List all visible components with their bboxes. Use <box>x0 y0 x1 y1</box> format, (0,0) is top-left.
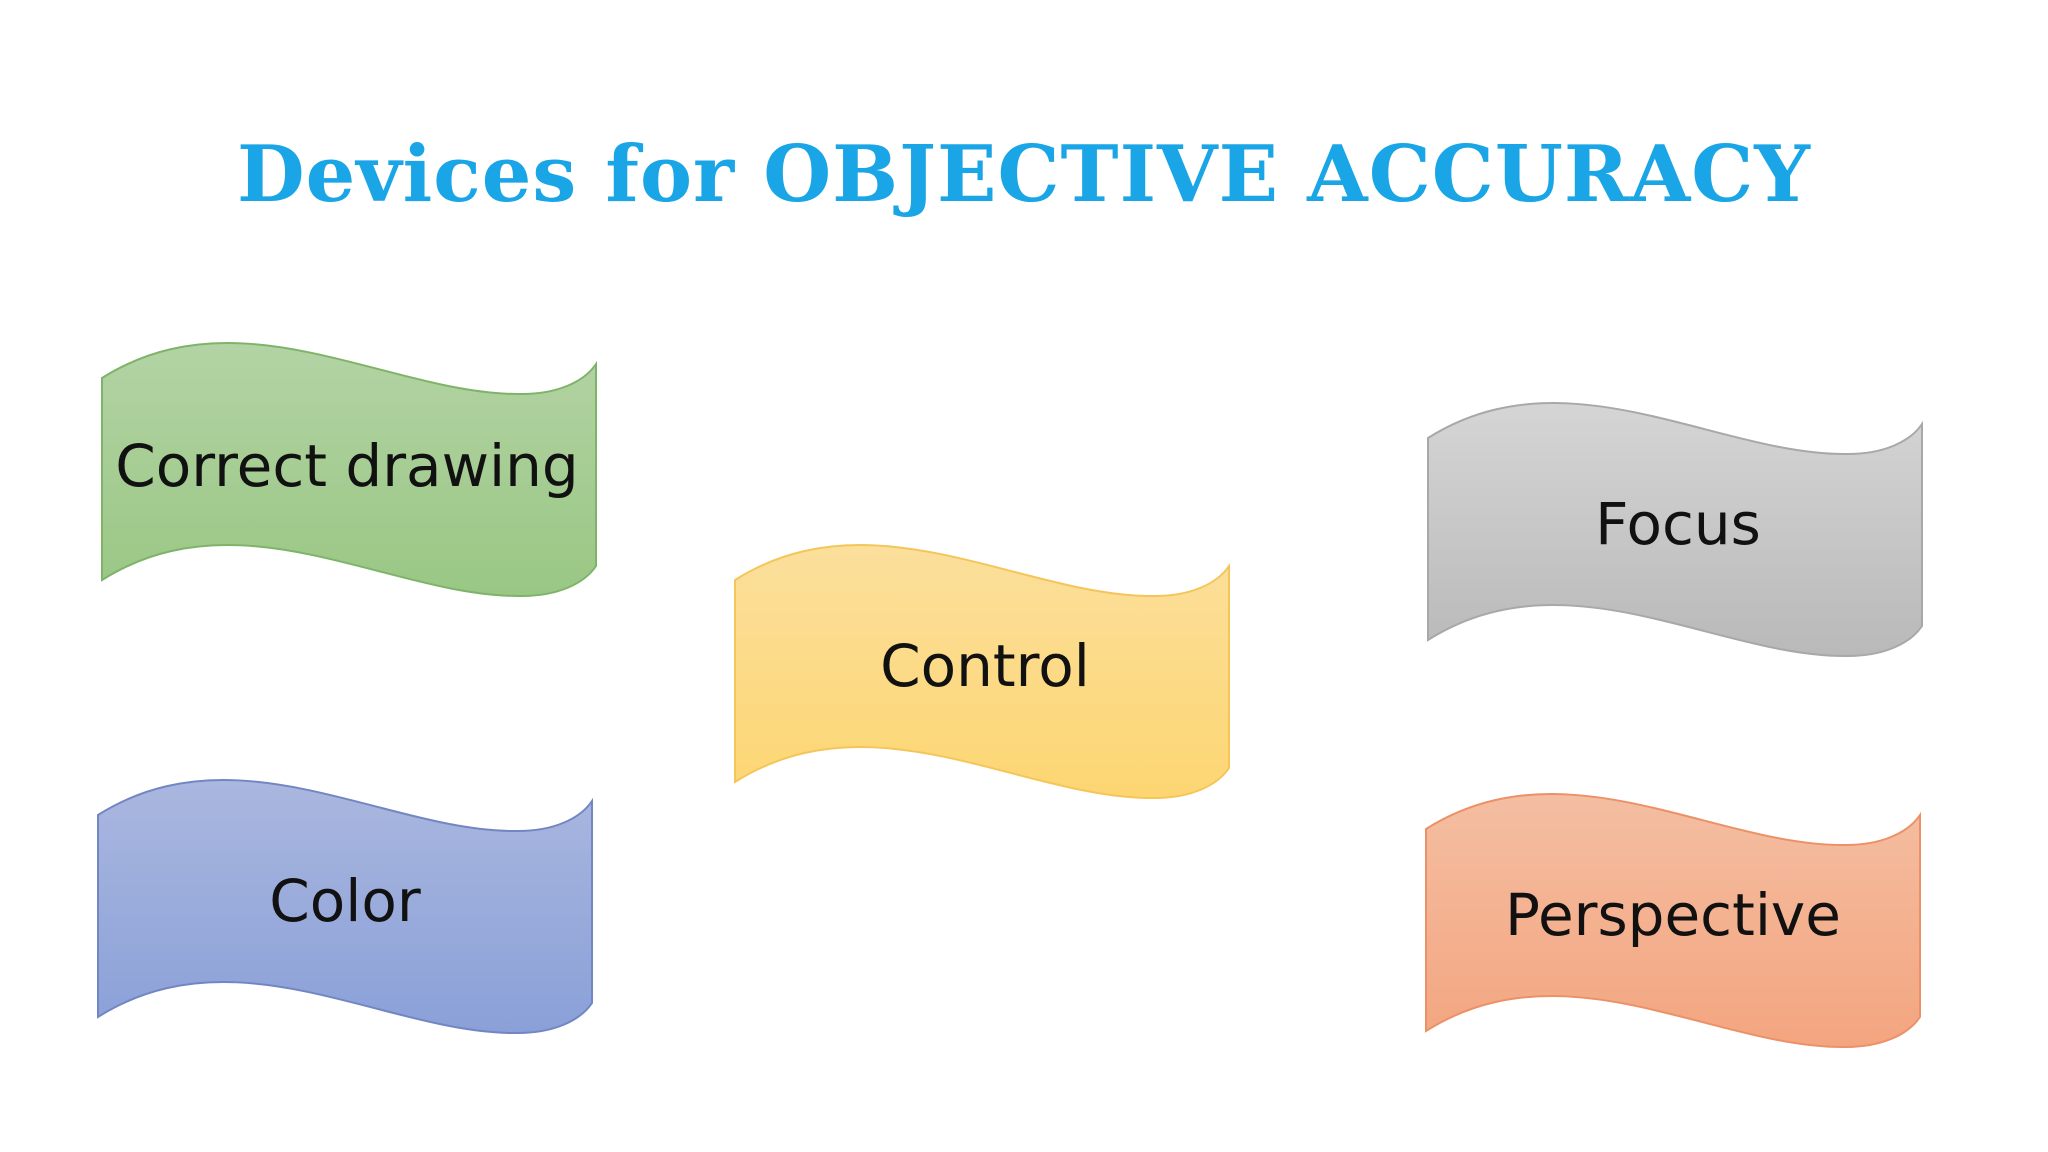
wave-banner-shape <box>734 544 1230 800</box>
banner-label: Perspective <box>1505 881 1841 949</box>
banner-label: Correct drawing <box>115 432 578 500</box>
banner-label: Control <box>880 632 1090 700</box>
wave-banner-shape <box>1425 793 1921 1049</box>
banner-label: Focus <box>1595 490 1761 558</box>
wave-banner-shape <box>101 342 597 598</box>
banner-label: Color <box>269 867 421 935</box>
banner-perspective: Perspective <box>1425 793 1921 1049</box>
banner-correct-drawing: Correct drawing <box>101 342 597 598</box>
slide-title: Devices for OBJECTIVE ACCURACY <box>236 129 1811 220</box>
banner-control: Control <box>734 544 1230 800</box>
banner-color: Color <box>97 779 593 1035</box>
wave-banner-shape <box>1427 402 1923 658</box>
wave-banner-shape <box>97 779 593 1035</box>
banner-focus: Focus <box>1427 402 1923 658</box>
